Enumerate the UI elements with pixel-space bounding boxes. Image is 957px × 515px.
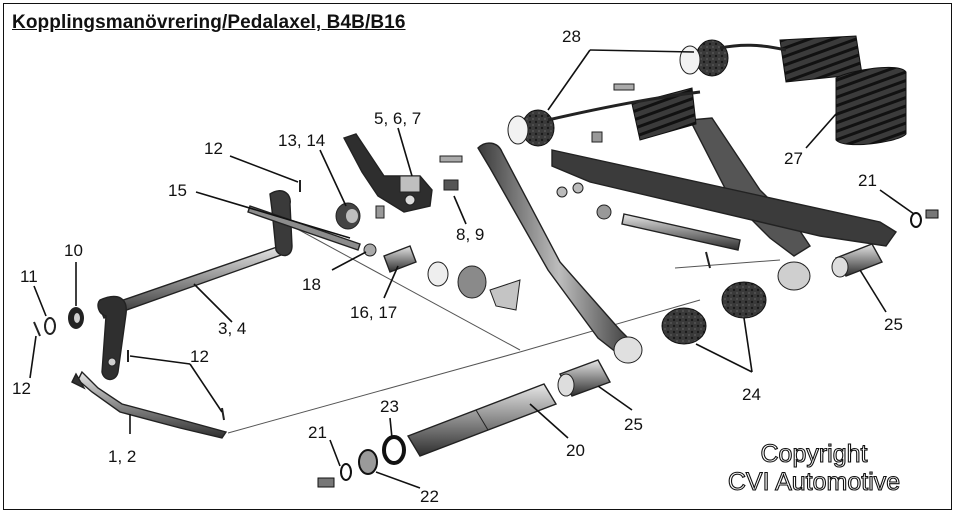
callout-15: 15 xyxy=(168,181,187,200)
washer-22 xyxy=(358,449,378,475)
washer-10 xyxy=(68,307,84,329)
callout-18: 18 xyxy=(302,275,321,294)
callout-23: 23 xyxy=(380,397,399,416)
callout-11: 11 xyxy=(20,267,38,286)
bracket-5-6-7 xyxy=(342,133,433,213)
callout-22: 22 xyxy=(420,487,439,506)
callout-8-9: 8, 9 xyxy=(456,225,484,244)
clevis-13-14 xyxy=(335,202,361,230)
assembly-guide-lines xyxy=(227,224,781,434)
cotter-pin-12-left xyxy=(33,321,41,337)
pedal-shaft-20 xyxy=(406,383,558,457)
bushing-25-right xyxy=(613,243,884,364)
copyright-notice: Copyright CVI Automotive xyxy=(700,439,928,496)
cotter-pins-12 xyxy=(127,180,301,421)
bolt-top xyxy=(439,155,463,163)
washer-23 xyxy=(382,435,406,465)
callout-21-right: 21 xyxy=(858,171,877,190)
callout-13-14: 13, 14 xyxy=(278,131,325,150)
pedal-shaft-rod xyxy=(621,213,741,251)
support-plate xyxy=(551,149,898,247)
washer-11 xyxy=(44,317,56,335)
nuts-and-screws xyxy=(556,83,711,269)
callout-24: 24 xyxy=(742,385,761,404)
callout-25-lower: 25 xyxy=(624,415,643,434)
callout-12-top: 12 xyxy=(204,139,223,158)
callout-28: 28 xyxy=(562,27,581,46)
callout-12-left: 12 xyxy=(12,379,31,398)
spring-seat-parts xyxy=(427,261,521,311)
upper-bracket-arm xyxy=(247,190,361,257)
callout-12-middle: 12 xyxy=(190,347,209,366)
clutch-cross-shaft xyxy=(99,245,285,319)
callout-5-6-7: 5, 6, 7 xyxy=(374,109,421,128)
lower-linkage-rod xyxy=(71,370,228,439)
copyright-line-2: CVI Automotive xyxy=(727,467,901,496)
rubber-bushing-24 xyxy=(661,281,767,345)
copyright-line-1: Copyright xyxy=(760,439,868,468)
bushing-16-17 xyxy=(363,243,417,273)
diagram-title: Kopplingsmanövrering/Pedalaxel, B4B/B16 xyxy=(12,12,406,33)
pedal-pad-27 xyxy=(835,66,907,146)
screw-8-9 xyxy=(375,179,459,219)
circlip-21-right xyxy=(910,209,939,228)
circlip-21-lower xyxy=(317,463,352,488)
pad-stem-rod xyxy=(547,43,787,122)
callout-1-2: 1, 2 xyxy=(108,447,136,466)
callout-20: 20 xyxy=(566,441,585,460)
callout-3-4: 3, 4 xyxy=(218,319,246,338)
lever-arm xyxy=(97,295,127,381)
callout-10: 10 xyxy=(64,241,83,260)
pad-rubber-28 xyxy=(507,39,729,147)
clutch-pedal-arm xyxy=(477,142,642,361)
callout-16-17: 16, 17 xyxy=(350,303,397,322)
bushing-25-lower xyxy=(557,359,612,397)
callout-27: 27 xyxy=(784,149,803,168)
callout-leaders xyxy=(29,49,915,489)
callout-25-right: 25 xyxy=(884,315,903,334)
callout-21-lower: 21 xyxy=(308,423,327,442)
